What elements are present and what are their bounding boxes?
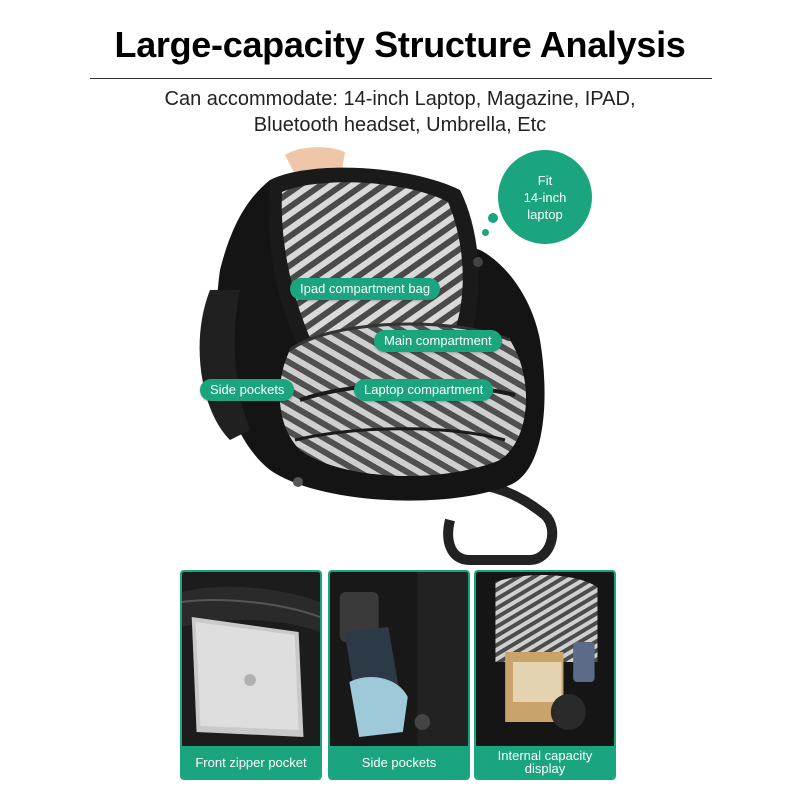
front-pocket-photo: [182, 572, 320, 750]
side-pocket-shape: [199, 290, 250, 440]
usb-port: [293, 477, 303, 487]
title-divider: [90, 78, 712, 79]
subtitle: Can accommodate: 14-inch Laptop, Magazin…: [0, 86, 800, 138]
internal-capacity-photo: [476, 572, 614, 750]
panel-label-line-2: display: [524, 761, 566, 776]
subtitle-line-2: Bluetooth headset, Umbrella, Etc: [253, 114, 547, 136]
side-pocket-photo: [330, 572, 468, 750]
callout-laptop-compartment: Laptop compartment: [354, 379, 494, 401]
callout-main-compartment: Main compartment: [374, 330, 502, 352]
lock-icon: [414, 714, 431, 730]
compartment-divider-2: [294, 427, 506, 442]
callout-side-pockets: Side pockets: [200, 379, 295, 401]
blue-item-image: [349, 677, 408, 737]
zipper-pull: [473, 257, 483, 267]
panel-label-front-zipper-pocket: Front zipper pocket: [182, 746, 320, 778]
flap-lining: [281, 182, 463, 338]
inner-lining: [495, 575, 598, 662]
panel-label-side-pockets: Side pockets: [330, 746, 468, 778]
page-title: Large-capacity Structure Analysis: [114, 24, 686, 65]
bubble-line-1: Fit: [537, 172, 553, 188]
panel-label-internal-capacity: Internal capacity display: [476, 746, 614, 778]
bubble-dot-small: [482, 229, 489, 236]
panel-label-line-1: Internal capacity: [497, 748, 593, 763]
panel-side-pockets: Side pockets: [328, 570, 470, 780]
logo-mark: [244, 674, 256, 686]
umbrella-inside-image: [573, 642, 595, 682]
headset-image: [550, 694, 586, 730]
subtitle-line-1: Can accommodate: 14-inch Laptop, Magazin…: [164, 88, 636, 110]
panel-internal-capacity: Internal capacity display: [474, 570, 616, 780]
panel-front-zipper-pocket: Front zipper pocket: [180, 570, 322, 780]
bubble-line-3: laptop: [527, 206, 563, 222]
bubble-dot-large: [488, 213, 498, 223]
bubble-line-2: 14-inch: [523, 189, 567, 205]
callout-ipad-compartment: Ipad compartment bag: [290, 278, 441, 300]
fit-laptop-bubble: Fit 14-inch laptop: [498, 150, 592, 244]
